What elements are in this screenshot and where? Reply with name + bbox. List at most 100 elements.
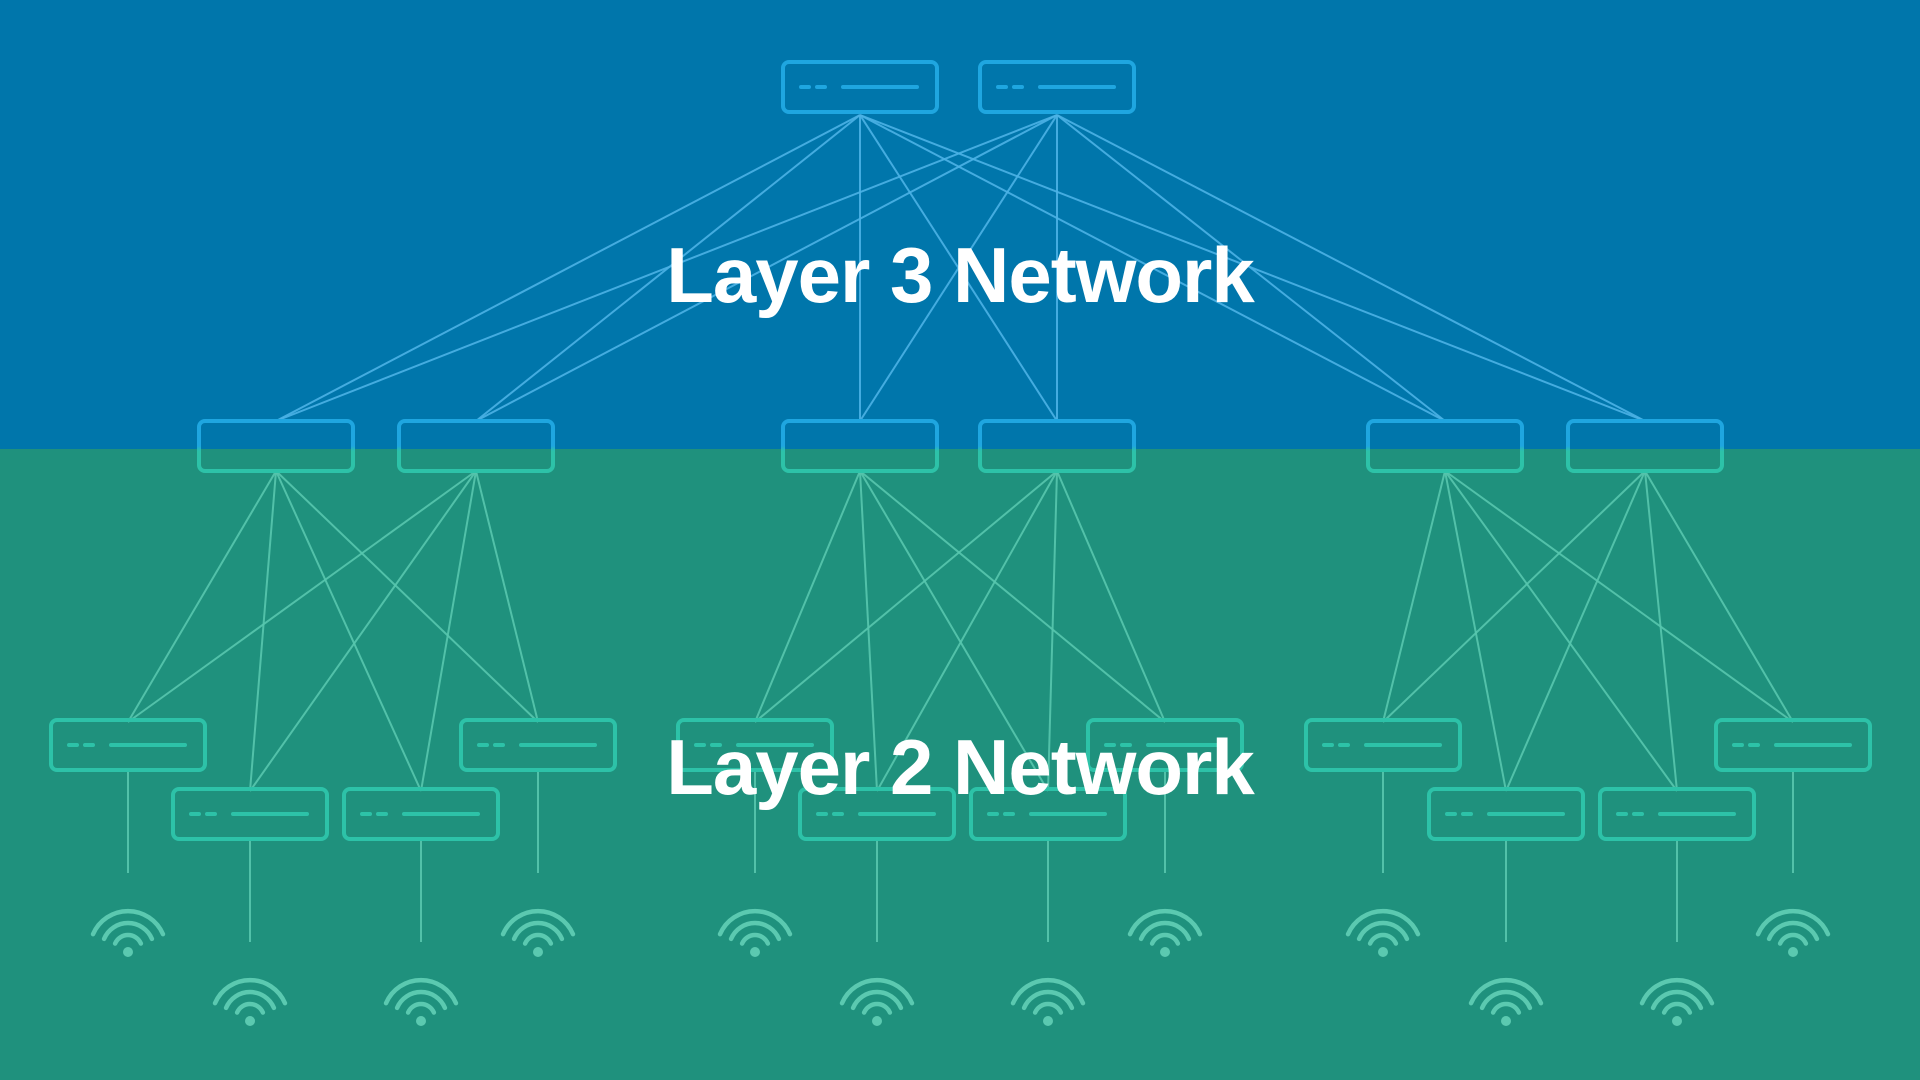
wifi-arc: [101, 920, 155, 942]
wifi-arc: [1639, 977, 1715, 1006]
access-link-line: [754, 470, 1058, 723]
access-switch-body: [342, 787, 500, 841]
aggregation-switch-body: [1566, 419, 1724, 473]
aggregation-switch: [1366, 419, 1524, 473]
access-switch-body: [171, 787, 329, 841]
access-switch-body: [969, 787, 1127, 841]
wifi-dot: [123, 947, 133, 957]
access-switch: [1714, 718, 1872, 772]
aggregation-switch-body: [1366, 419, 1524, 473]
core-uplink-line: [275, 114, 861, 422]
access-switch-body: [49, 718, 207, 772]
core-uplink-line: [859, 114, 1446, 422]
wifi-arc: [1367, 932, 1399, 946]
access-point-group: [90, 908, 1831, 1026]
access-link-line: [127, 470, 277, 723]
access-switch: [1086, 718, 1244, 772]
wifi-arc: [1138, 920, 1192, 942]
wifi-arc: [1490, 1001, 1522, 1015]
access-link-line: [859, 470, 1166, 723]
wifi-access-point-icon: [1345, 908, 1421, 957]
access-switch: [798, 787, 956, 841]
access-link-line: [1444, 470, 1507, 792]
wifi-dot: [750, 947, 760, 957]
access-link-line: [249, 470, 477, 792]
wifi-access-point-icon: [1468, 977, 1544, 1026]
core-uplink-line: [475, 114, 1058, 422]
core-uplink-line: [859, 114, 1058, 422]
core-switch-body: [781, 60, 939, 114]
wifi-arc: [511, 920, 565, 942]
wifi-dot: [1788, 947, 1798, 957]
access-link-line: [1644, 470, 1794, 723]
wifi-access-point-icon: [212, 977, 288, 1026]
core-switch: [781, 60, 939, 114]
wifi-arc: [1356, 920, 1410, 942]
wifi-access-point-icon: [383, 977, 459, 1026]
access-link-line: [475, 470, 539, 723]
wifi-access-point-icon: [1755, 908, 1831, 957]
access-link-line: [1382, 470, 1646, 723]
wifi-access-point-icon: [1639, 977, 1715, 1026]
wifi-arc: [405, 1001, 437, 1015]
wifi-arc: [1766, 920, 1820, 942]
access-switch-body: [1304, 718, 1462, 772]
core-switch-body: [978, 60, 1136, 114]
core-uplink-line: [275, 114, 1058, 422]
aggregation-switch-body: [978, 419, 1136, 473]
access-switch: [1304, 718, 1462, 772]
wifi-arc: [1021, 989, 1075, 1011]
wifi-arc: [1032, 1001, 1064, 1015]
access-link-line: [275, 470, 539, 723]
wifi-dot: [245, 1016, 255, 1026]
aggregation-switch: [197, 419, 355, 473]
access-switch-body: [1427, 787, 1585, 841]
wifi-access-point-icon: [90, 908, 166, 957]
layer3-background: [0, 0, 1920, 449]
wifi-dot: [1672, 1016, 1682, 1026]
wifi-arc: [223, 989, 277, 1011]
access-link-line: [1047, 470, 1058, 792]
wifi-access-point-icon: [717, 908, 793, 957]
access-switch: [49, 718, 207, 772]
access-link-line: [275, 470, 422, 792]
access-switch: [171, 787, 329, 841]
access-link-line: [420, 470, 477, 792]
wifi-dot: [1160, 947, 1170, 957]
wifi-arc: [112, 932, 144, 946]
wifi-arc: [234, 1001, 266, 1015]
access-switch: [1427, 787, 1585, 841]
access-link-line: [754, 470, 861, 723]
access-link-line: [1444, 470, 1678, 792]
wifi-arc: [861, 1001, 893, 1015]
wifi-access-point-icon: [1127, 908, 1203, 957]
wifi-dot: [1043, 1016, 1053, 1026]
layer2-label: Layer 2 Network: [666, 723, 1255, 811]
access-switch: [969, 787, 1127, 841]
wifi-arc: [739, 932, 771, 946]
access-link-line: [1444, 470, 1794, 723]
access-link-line: [1056, 470, 1166, 723]
wifi-arc: [212, 977, 288, 1006]
wifi-arc: [1149, 932, 1181, 946]
aggregation-switch-body: [197, 419, 355, 473]
wifi-arc: [1777, 932, 1809, 946]
wifi-arc: [1650, 989, 1704, 1011]
wifi-arc: [1345, 908, 1421, 937]
wifi-arc: [522, 932, 554, 946]
wifi-arc: [839, 977, 915, 1006]
access-switch-body: [798, 787, 956, 841]
wifi-arc: [850, 989, 904, 1011]
wifi-arc: [1127, 908, 1203, 937]
access-link-line: [859, 470, 1049, 792]
access-link-line: [249, 470, 277, 792]
wifi-arc: [728, 920, 782, 942]
access-link-line: [1644, 470, 1678, 792]
access-switch-body: [1598, 787, 1756, 841]
aggregation-switch-body: [397, 419, 555, 473]
access-switch: [1598, 787, 1756, 841]
wifi-dot: [1378, 947, 1388, 957]
aggregation-switch: [397, 419, 555, 473]
wifi-arc: [90, 908, 166, 937]
